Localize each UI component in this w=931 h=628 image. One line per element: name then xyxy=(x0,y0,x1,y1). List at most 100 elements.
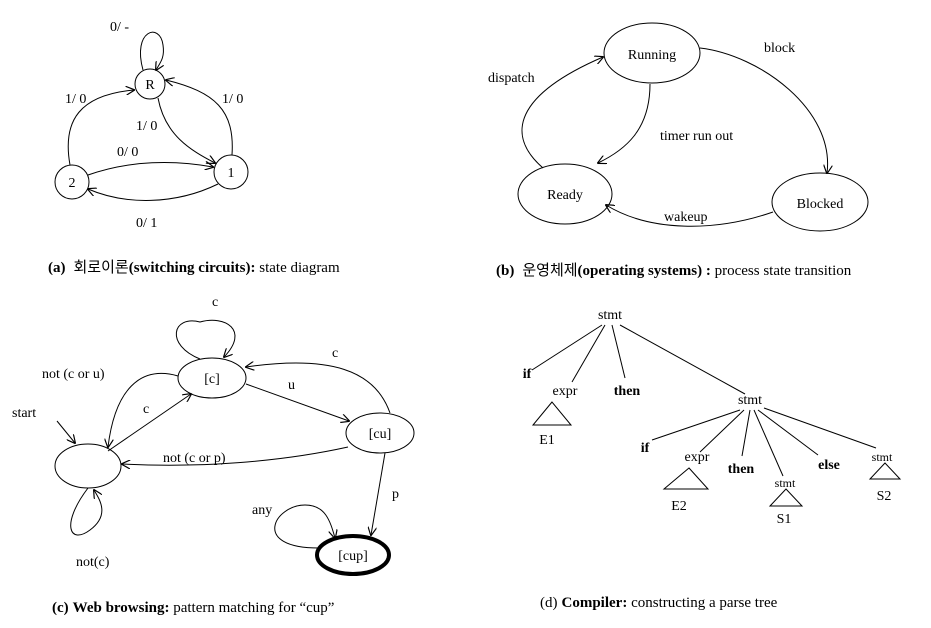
edge-r-self-loop xyxy=(140,31,164,70)
state-ready xyxy=(517,163,613,225)
edge-2-to-r xyxy=(67,90,134,166)
start-arrow xyxy=(56,420,75,443)
edge-1-to-2-label: 0/ 1 xyxy=(136,216,157,231)
edge-cu-to-c xyxy=(246,363,391,414)
state-start xyxy=(54,443,122,489)
caption-a: (a) 회로이론(switching circuits): state diagr… xyxy=(48,258,340,276)
branch-root-then xyxy=(611,324,626,379)
node-stmt-3: stmt xyxy=(775,476,796,490)
branch-stmt2-else xyxy=(757,409,819,456)
caption-d-english: Compiler: xyxy=(562,595,628,611)
branch-root-expr xyxy=(571,324,606,383)
branch-root-if xyxy=(531,324,603,371)
edge-start-to-c xyxy=(107,394,191,452)
edge-timer-label: timer run out xyxy=(660,129,733,144)
state-cup-label: [cup] xyxy=(338,549,368,564)
edge-c-self-label: c xyxy=(212,295,218,310)
node-else: else xyxy=(818,458,840,473)
state-1-label: 1 xyxy=(228,166,235,181)
caption-a-letter: (a) xyxy=(48,260,66,276)
node-stmt-4: stmt xyxy=(872,450,893,464)
state-blocked-label: Blocked xyxy=(797,197,844,212)
state-2 xyxy=(54,164,90,200)
edge-not-c-or-p-label: not (c or p) xyxy=(163,451,226,466)
state-cu xyxy=(345,412,415,454)
branch-stmt2-if xyxy=(651,409,741,441)
state-running-label: Running xyxy=(628,48,676,63)
state-blocked xyxy=(771,172,869,232)
edge-not-c-label: not(c) xyxy=(76,555,110,570)
panel-c-pattern-matching: [c] [cu] [cup] c not (c or u) c u c star… xyxy=(12,295,415,616)
subtree-e2-triangle xyxy=(662,467,710,490)
branch-stmt2-then xyxy=(741,409,751,457)
caption-b-english: (operating systems) : xyxy=(578,263,711,279)
edge-not-c-or-u-label: not (c or u) xyxy=(42,367,105,382)
state-c-label: [c] xyxy=(204,372,220,387)
edge-timer-run-out xyxy=(598,83,651,163)
caption-a-english: (switching circuits): xyxy=(129,260,256,276)
caption-a-korean: 회로이론 xyxy=(74,258,129,276)
node-stmt-root: stmt xyxy=(598,308,622,323)
edge-block xyxy=(699,47,828,173)
leaf-e2: E2 xyxy=(671,499,687,514)
caption-b: (b) 운영체제(operating systems) : process sta… xyxy=(496,261,852,279)
state-c xyxy=(177,357,247,399)
panel-b-process-states: Running Ready Blocked dispatch block tim… xyxy=(488,22,869,279)
edge-r-to-1 xyxy=(157,97,215,163)
caption-c-english: Web browsing: xyxy=(73,600,170,616)
edge-2-to-1 xyxy=(87,162,213,176)
caption-b-letter: (b) xyxy=(496,263,514,279)
subtree-s1-triangle xyxy=(768,488,804,507)
node-expr-1: expr xyxy=(553,384,578,399)
node-stmt-2: stmt xyxy=(738,393,762,408)
state-r-label: R xyxy=(145,78,155,93)
edge-r-self-label: 0/ - xyxy=(110,20,129,35)
edge-1-to-r xyxy=(166,80,233,156)
state-2-label: 2 xyxy=(69,176,76,191)
edge-block-label: block xyxy=(764,41,795,56)
caption-b-rest: process state transition xyxy=(711,263,852,279)
edge-cup-self-loop xyxy=(274,504,335,549)
edge-2-to-1-label: 0/ 0 xyxy=(117,145,138,160)
caption-b-korean: 운영체제 xyxy=(522,261,577,279)
branch-root-stmt xyxy=(619,324,746,395)
edge-1-to-2 xyxy=(88,183,219,201)
caption-c-letter: (c) xyxy=(52,600,69,616)
edge-p-label: p xyxy=(392,487,399,502)
caption-d: (d)Compiler: constructing a parse tree xyxy=(540,595,778,611)
caption-d-rest: constructing a parse tree xyxy=(627,595,777,611)
edge-wakeup-label: wakeup xyxy=(664,210,708,225)
edge-start-self-loop xyxy=(70,487,103,536)
edge-dispatch xyxy=(521,57,603,169)
subtree-s2-triangle xyxy=(868,462,902,480)
panel-d-parse-tree: stmt if expr E1 then stmt if expr E2 the… xyxy=(523,308,902,611)
edge-c-in-label: c xyxy=(143,402,149,417)
state-cu-label: [cu] xyxy=(369,427,392,442)
branch-stmt2-stmt xyxy=(753,409,784,477)
state-running xyxy=(603,22,701,84)
caption-c-rest: pattern matching for “cup” xyxy=(169,600,334,616)
caption-a-rest: state diagram xyxy=(256,260,340,276)
edge-c-to-cu xyxy=(245,383,349,421)
caption-c: (c)Web browsing: pattern matching for “c… xyxy=(52,600,334,616)
node-expr-2: expr xyxy=(685,450,710,465)
edge-r-to-1-label: 1/ 0 xyxy=(136,119,157,134)
edge-c-self-loop xyxy=(175,319,236,360)
start-label: start xyxy=(12,406,36,421)
leaf-e1: E1 xyxy=(539,433,555,448)
state-cup xyxy=(315,534,391,576)
leaf-s2: S2 xyxy=(877,489,892,504)
edge-dispatch-label: dispatch xyxy=(488,71,535,86)
panel-a-state-diagram: R 1 2 0/ - 1/ 0 1/ 0 1/ 0 0/ 0 0/ 1 (a)회… xyxy=(48,20,340,276)
edge-1-to-r-label: 1/ 0 xyxy=(222,92,243,107)
edge-wakeup xyxy=(606,205,774,227)
edge-cu-to-cup xyxy=(371,452,386,535)
edge-cu-to-c-label: c xyxy=(332,346,338,361)
node-then-2: then xyxy=(728,462,755,477)
state-1 xyxy=(213,154,249,190)
branch-stmt2-stmt4 xyxy=(763,407,877,449)
edge-any-label: any xyxy=(252,503,272,518)
subtree-e1-triangle xyxy=(531,401,573,426)
leaf-s1: S1 xyxy=(777,512,792,527)
